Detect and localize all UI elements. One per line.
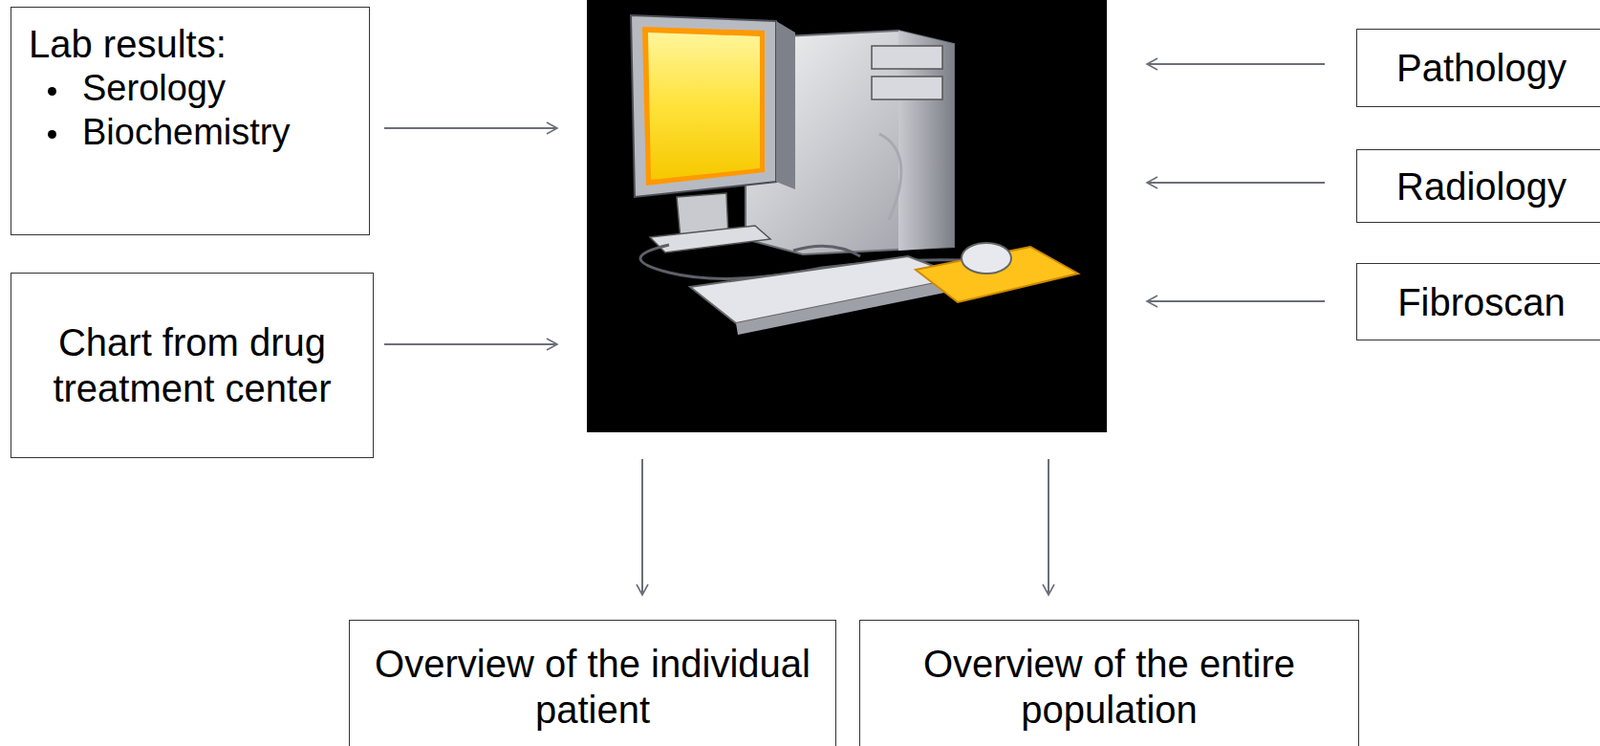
bullet-item: Biochemistry [28, 110, 291, 155]
box-label: Overview of the entire population [871, 640, 1347, 733]
input-arrow [1146, 63, 1325, 65]
source-box: Lab results:SerologyBiochemistry [10, 6, 370, 236]
output-arrow [641, 458, 644, 595]
source-box: Radiology [1356, 149, 1600, 223]
input-arrow [1146, 181, 1325, 184]
box-label: Fibroscan [1397, 279, 1566, 325]
box-label: Overview of the individual patient [361, 640, 824, 733]
box-label: Radiology [1396, 163, 1567, 210]
box-label: Pathology [1396, 44, 1567, 91]
bullet-item: Serology [28, 66, 226, 111]
input-arrow [384, 343, 558, 346]
output-box: Overview of the entire population [859, 619, 1360, 746]
box-label: Chart from drug treatment center [22, 319, 362, 411]
source-box: Chart from drug treatment center [10, 272, 374, 458]
source-box: Fibroscan [1356, 262, 1600, 341]
source-box: Pathology [1356, 28, 1600, 108]
input-arrow [1146, 300, 1325, 303]
output-arrow [1047, 458, 1050, 595]
box-heading: Lab results: [28, 21, 227, 67]
input-arrow [384, 127, 558, 130]
output-box: Overview of the individual patient [348, 619, 837, 746]
black-panel [586, 0, 1107, 433]
